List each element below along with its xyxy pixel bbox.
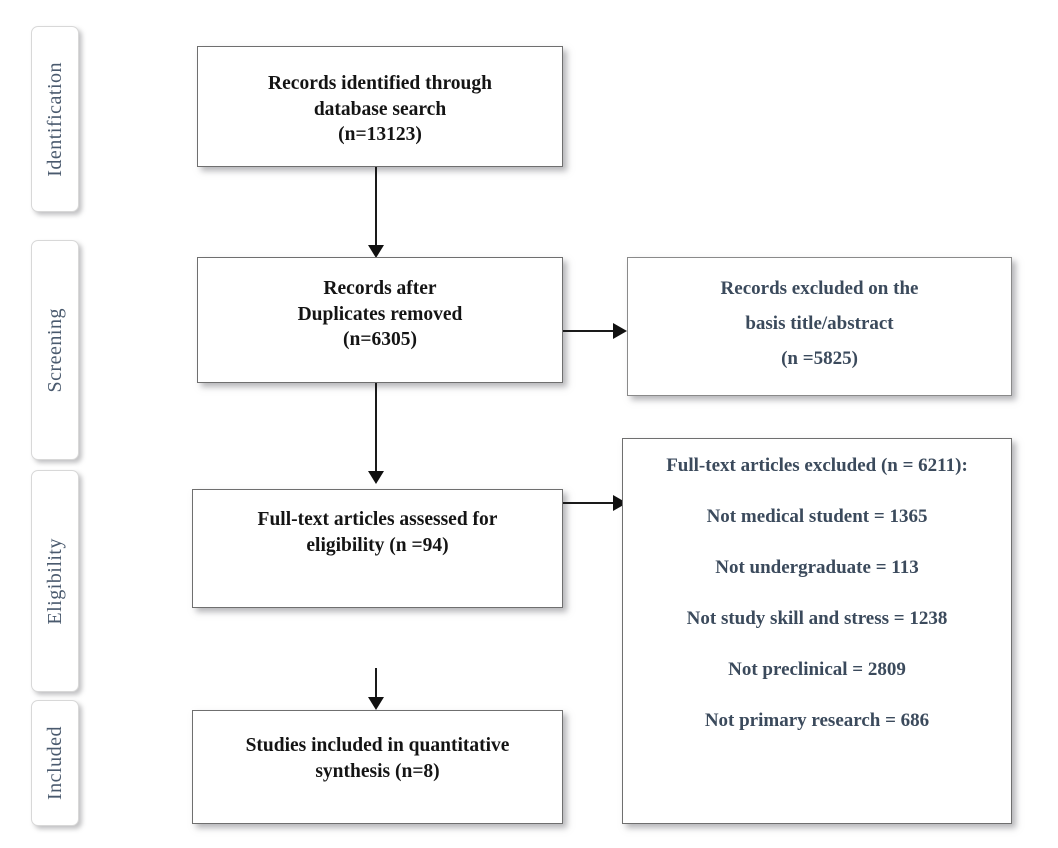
connector-duplicates-to-records-excluded bbox=[563, 330, 615, 332]
box-records-excluded-line1: Records excluded on the bbox=[720, 278, 919, 299]
box-studies-included-line2: synthesis (n=8) bbox=[315, 760, 440, 782]
box-studies-included: Studies included in quantitative synthes… bbox=[192, 710, 563, 824]
box-records-excluded-line2: basis title/abstract bbox=[745, 313, 894, 335]
stage-label-screening-text: Screening bbox=[43, 307, 66, 393]
stage-label-included-text: Included bbox=[43, 726, 66, 800]
stage-label-screening: Screening bbox=[31, 240, 79, 460]
arrowhead-duplicates-to-records-excluded bbox=[613, 323, 627, 339]
exclusion-reason-1: Not medical student = 1365 bbox=[706, 506, 928, 528]
arrowhead-identified-to-duplicates bbox=[368, 245, 384, 258]
box-fulltext-assessed-line1: Full-text articles assessed for bbox=[257, 509, 498, 530]
box-duplicates-removed-line2: Duplicates removed bbox=[297, 303, 463, 325]
connector-fulltext-to-exclusions bbox=[563, 502, 615, 504]
box-records-identified-line2: database search bbox=[313, 98, 447, 120]
box-records-identified-line1: Records identified through bbox=[268, 73, 492, 94]
exclusion-reason-3: Not study skill and stress = 1238 bbox=[686, 608, 948, 630]
box-fulltext-excluded: Full-text articles excluded (n = 6211): … bbox=[622, 438, 1012, 824]
box-records-excluded-line3: (n =5825) bbox=[781, 348, 858, 370]
box-studies-included-line1: Studies included in quantitative bbox=[245, 735, 510, 756]
box-duplicates-removed-line3: (n=6305) bbox=[343, 329, 417, 351]
box-duplicates-removed: Records after Duplicates removed (n=6305… bbox=[197, 257, 563, 383]
box-records-excluded: Records excluded on the basis title/abst… bbox=[627, 257, 1012, 396]
exclusion-reason-2: Not undergraduate = 113 bbox=[715, 557, 919, 579]
stage-label-included: Included bbox=[31, 700, 79, 826]
box-records-identified-line3: (n=13123) bbox=[338, 124, 422, 146]
stage-label-eligibility: Eligibility bbox=[31, 470, 79, 692]
box-fulltext-excluded-header: Full-text articles excluded (n = 6211): bbox=[666, 455, 968, 476]
arrowhead-fulltext-to-included bbox=[368, 697, 384, 710]
connector-identified-to-duplicates bbox=[375, 167, 377, 255]
stage-label-eligibility-text: Eligibility bbox=[43, 537, 66, 625]
arrowhead-duplicates-to-fulltext bbox=[368, 471, 384, 484]
box-fulltext-assessed-line2: eligibility (n =94) bbox=[306, 534, 449, 556]
connector-duplicates-to-fulltext bbox=[375, 383, 377, 475]
box-duplicates-removed-line1: Records after bbox=[323, 278, 437, 299]
connector-fulltext-to-included bbox=[375, 668, 377, 702]
box-records-identified: Records identified through database sear… bbox=[197, 46, 563, 167]
exclusion-reason-4: Not preclinical = 2809 bbox=[728, 659, 906, 681]
exclusion-reason-5: Not primary research = 686 bbox=[704, 710, 930, 732]
stage-label-identification-text: Identification bbox=[43, 61, 66, 177]
box-fulltext-assessed: Full-text articles assessed for eligibil… bbox=[192, 489, 563, 608]
stage-label-identification: Identification bbox=[31, 26, 79, 212]
